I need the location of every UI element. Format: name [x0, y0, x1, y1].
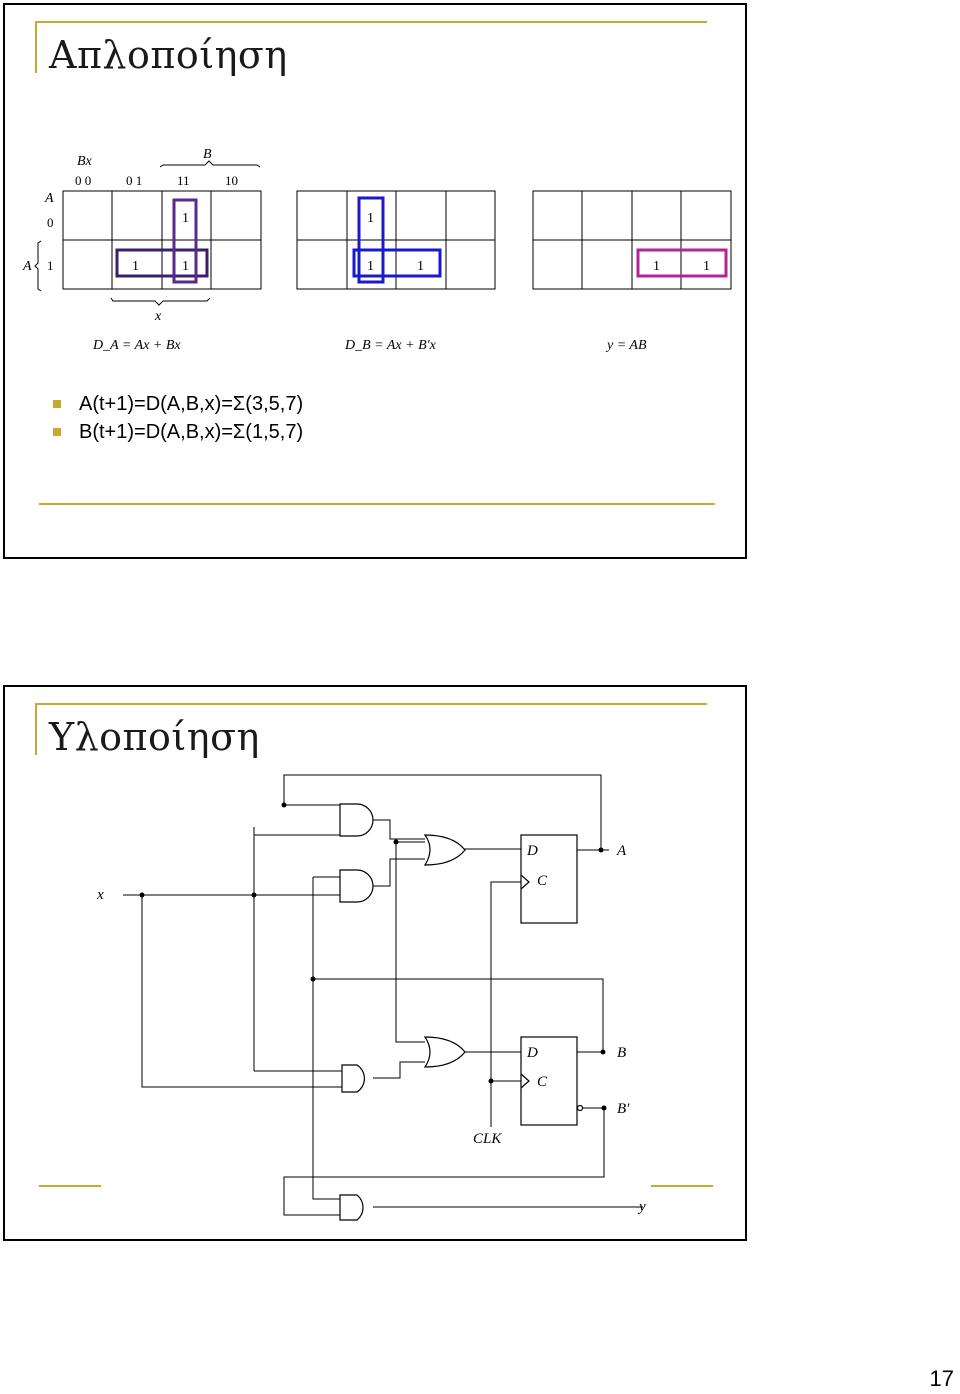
- bullet-item: A(t+1)=D(A,B,x)=Σ(3,5,7): [53, 390, 303, 418]
- svg-text:x: x: [96, 887, 104, 903]
- svg-text:1: 1: [417, 259, 424, 274]
- kmap-x-brace: [110, 297, 211, 306]
- title-rule: [35, 703, 707, 705]
- footer-rule-left: [39, 1185, 101, 1187]
- kmap-row-1: 1: [47, 258, 54, 273]
- svg-text:D: D: [526, 1045, 538, 1061]
- kmap-1-ones: 1 1 1: [132, 211, 189, 274]
- slide-title: Απλοποίηση: [49, 33, 288, 77]
- title-rule: [35, 21, 707, 23]
- flip-flops: [520, 834, 584, 1126]
- kmap-1-group-ax: [115, 248, 209, 278]
- kmap-var-a-top: A: [44, 191, 54, 206]
- svg-text:C: C: [537, 1074, 548, 1090]
- kmap-var-x: x: [154, 309, 162, 324]
- title-rule-vertical: [35, 23, 37, 73]
- footer-rule: [39, 503, 715, 505]
- slide-implementation: Υλοποίηση: [3, 685, 747, 1241]
- kmap-var-a-left: A: [22, 259, 32, 274]
- or-gate-2: [423, 1036, 466, 1068]
- svg-text:1: 1: [182, 211, 189, 226]
- flip-flop-b: [520, 1036, 578, 1126]
- svg-text:B′: B′: [617, 1101, 630, 1117]
- kmap-2-group-bnx: [357, 196, 385, 284]
- svg-text:y: y: [637, 1199, 646, 1215]
- circuit-diagram: D C D C A B B′ x CLK y: [96, 774, 646, 1221]
- kmap-col-00: 0 0: [75, 173, 91, 188]
- kmap-row-0: 0: [47, 215, 54, 230]
- bullet-item: B(t+1)=D(A,B,x)=Σ(1,5,7): [53, 418, 303, 446]
- equation-da: D_A = Ax + Bx: [92, 338, 181, 353]
- footer-rule-right: [651, 1185, 713, 1187]
- and-gate-4: [339, 1194, 364, 1221]
- flip-flop-a: [520, 834, 578, 924]
- kmap-2-ones: 1 1 1: [367, 211, 424, 274]
- bullet-text: A(t+1)=D(A,B,x)=Σ(3,5,7): [79, 393, 304, 415]
- and-gate-3: [341, 1064, 366, 1093]
- bullet-text: B(t+1)=D(A,B,x)=Σ(1,5,7): [79, 421, 304, 443]
- kmap-a-brace: [34, 240, 42, 292]
- bullet-list: A(t+1)=D(A,B,x)=Σ(3,5,7) B(t+1)=D(A,B,x)…: [53, 390, 303, 446]
- and-gate-1: [339, 803, 374, 837]
- bubble-inverted-output: [576, 1104, 584, 1112]
- and-gate-2: [339, 869, 374, 903]
- svg-text:D: D: [526, 843, 538, 859]
- equation-y: y = AB: [605, 338, 647, 353]
- svg-text:A: A: [616, 843, 627, 859]
- kmap-col-11: 11: [177, 173, 190, 188]
- kmap-1-group-bx: [172, 198, 198, 284]
- kmap-var-b: B: [203, 147, 212, 162]
- svg-text:1: 1: [703, 259, 710, 274]
- svg-text:1: 1: [367, 211, 374, 226]
- slide-simplification: Απλοποίηση Bx B 0 0 0 1 11 10 A 0 1 A x …: [3, 3, 747, 559]
- svg-text:1: 1: [182, 259, 189, 274]
- page-number: 17: [929, 1366, 954, 1391]
- circuit-labels: D C D C A B B′ x CLK y: [96, 843, 646, 1215]
- and-gates: [339, 803, 374, 1221]
- svg-text:1: 1: [132, 259, 139, 274]
- or-gate-1: [423, 834, 466, 866]
- circuit-junctions: [139, 802, 607, 1111]
- equation-db: D_B = Ax + B′x: [344, 338, 437, 353]
- kmap-3-group-ab: [636, 248, 728, 278]
- svg-text:CLK: CLK: [473, 1131, 502, 1147]
- kmap-3-ones: 1 1: [653, 259, 710, 274]
- svg-text:1: 1: [653, 259, 660, 274]
- kmap-1-grid: [62, 190, 262, 290]
- bullet-square-icon: [53, 400, 61, 408]
- title-rule-vertical: [35, 705, 37, 755]
- svg-text:C: C: [537, 873, 548, 889]
- bullet-square-icon: [53, 428, 61, 436]
- kmap-diagram: Bx B 0 0 0 1 11 10 A 0 1 A x 1 1 1: [22, 147, 732, 353]
- or-gates: [423, 834, 466, 1068]
- kmap-b-brace: [159, 160, 261, 168]
- kmap-col-10: 10: [225, 173, 238, 188]
- circuit-wires: [123, 774, 643, 1216]
- kmap-2-group-ax: [352, 248, 442, 278]
- svg-text:B: B: [617, 1045, 626, 1061]
- svg-text:1: 1: [367, 259, 374, 274]
- kmap-col-01: 0 1: [126, 173, 142, 188]
- kmap-2-grid: [296, 190, 496, 290]
- kmap-3-grid: [532, 190, 732, 290]
- slide-title: Υλοποίηση: [49, 715, 260, 759]
- kmap-var-bx: Bx: [77, 154, 93, 169]
